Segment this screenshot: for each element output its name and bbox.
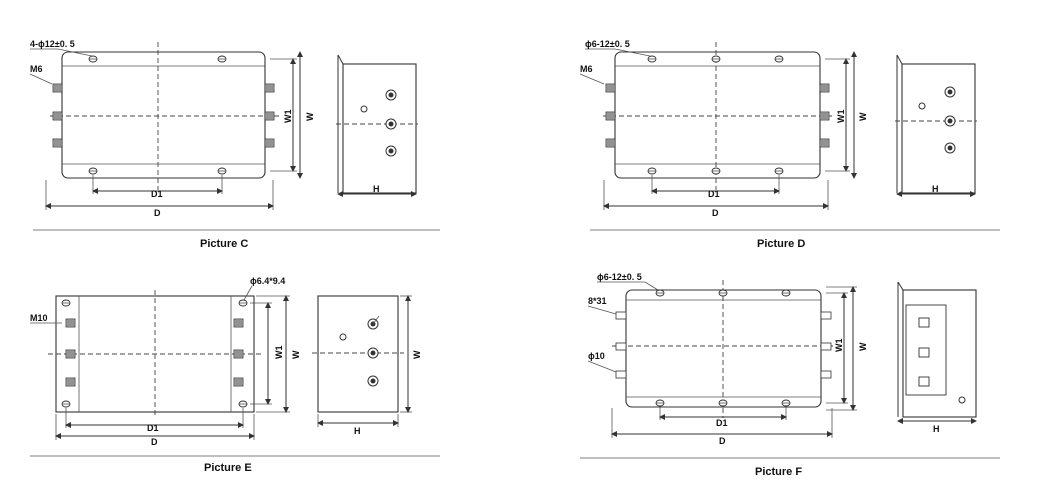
panel-f-caption: Picture F bbox=[755, 466, 802, 478]
panel-f-front-view bbox=[612, 280, 835, 418]
panel-d-dim-w: W bbox=[858, 112, 868, 121]
panel-e: M10 ϕ6.4*9.4 D1 D W1 W W H bbox=[30, 276, 440, 474]
panel-d-caption: Picture D bbox=[757, 238, 805, 250]
panel-c-dim-h: H bbox=[373, 184, 380, 194]
panel-c-side-view bbox=[336, 54, 418, 194]
panel-e-dim-d1: D1 bbox=[147, 423, 159, 433]
panel-e-side-view bbox=[312, 295, 404, 413]
panel-d-side-view bbox=[895, 54, 977, 194]
panel-e-hole-note: ϕ6.4*9.4 bbox=[250, 276, 285, 286]
panel-e-front-view bbox=[48, 290, 262, 418]
panel-f-slot-note: 8*31 bbox=[588, 296, 607, 306]
panel-e-dim-w: W bbox=[291, 350, 301, 359]
panel-f-hole-note: ϕ6-12±0. 5 bbox=[597, 272, 642, 282]
panel-e-caption: Picture E bbox=[204, 462, 252, 474]
panel-d-dim-d1: D1 bbox=[708, 189, 720, 199]
panel-c-front-view bbox=[50, 42, 280, 190]
panel-f-dim-h: H bbox=[933, 424, 940, 434]
panel-c-dim-d1: D1 bbox=[151, 189, 163, 199]
panel-e-dim-w-side: W bbox=[412, 350, 422, 359]
panel-c-caption: Picture C bbox=[200, 238, 248, 250]
panel-e-dim-w1: W1 bbox=[274, 346, 284, 360]
panel-c: 4-ϕ12±0. 5 M6 D1 D W1 W H Picture C bbox=[29, 39, 440, 250]
panel-f-dim-d: D bbox=[719, 436, 726, 446]
panel-e-dim-h: H bbox=[354, 426, 361, 436]
panel-c-hole-note: 4-ϕ12±0. 5 bbox=[30, 39, 75, 49]
panel-e-bolt-note: M10 bbox=[30, 313, 48, 323]
panel-d-dim-h: H bbox=[932, 184, 939, 194]
panel-f-dim-d1: D1 bbox=[716, 418, 728, 428]
panel-f-side-view bbox=[897, 281, 977, 418]
panel-e-dim-d: D bbox=[151, 437, 158, 447]
panel-c-dim-w1: W1 bbox=[283, 110, 293, 124]
panel-c-bolt-note: M6 bbox=[30, 64, 43, 74]
panel-d-hole-note: ϕ6-12±0. 5 bbox=[585, 39, 630, 49]
panel-f-dim-w: W bbox=[858, 342, 868, 351]
panel-d-dim-w1: W1 bbox=[836, 110, 846, 124]
panel-c-dim-w: W bbox=[305, 112, 315, 121]
panel-d-dim-d: D bbox=[712, 208, 719, 218]
panel-d-bolt-note: M6 bbox=[580, 64, 593, 74]
panel-d: ϕ6-12±0. 5 M6 D1 D W1 W H Picture D bbox=[579, 39, 1000, 250]
panel-c-dim-d: D bbox=[154, 208, 161, 218]
panel-f: ϕ6-12±0. 5 8*31 ϕ10 D1 D W1 W bbox=[580, 272, 1000, 478]
panel-f-pin-note: ϕ10 bbox=[588, 351, 605, 361]
panel-d-front-view bbox=[603, 42, 835, 190]
panel-f-dim-w1: W1 bbox=[834, 339, 844, 353]
